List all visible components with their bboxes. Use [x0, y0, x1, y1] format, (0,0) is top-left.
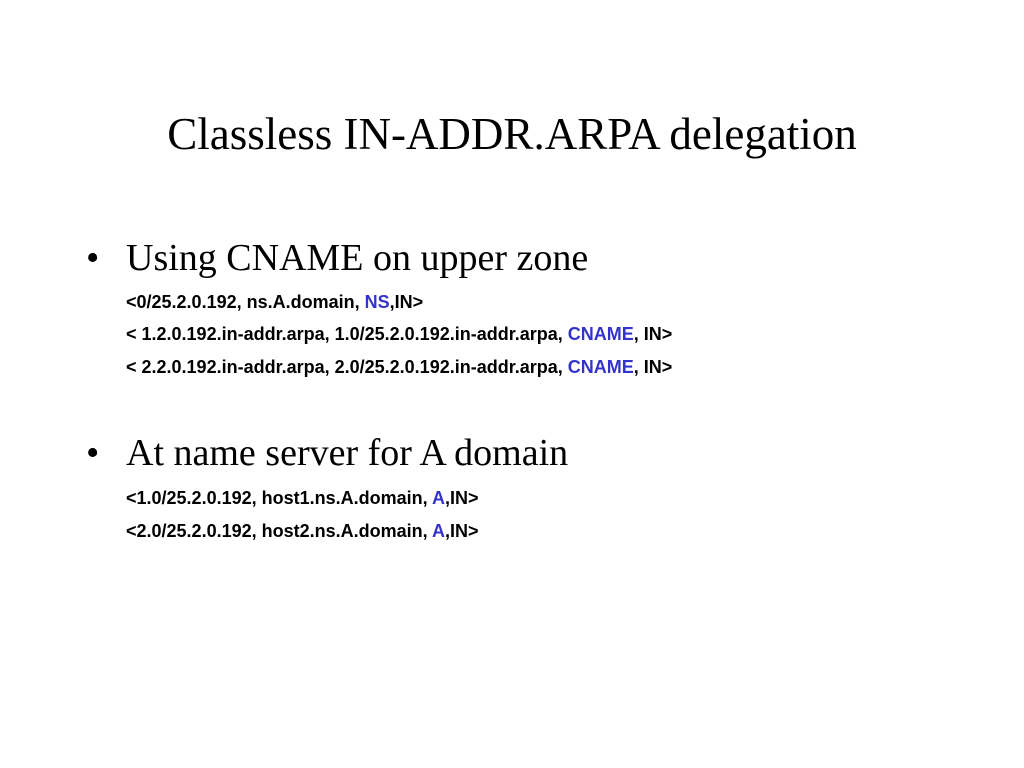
record-type: CNAME — [567, 357, 634, 377]
bullet-at-name-server: • At name server for A domain — [86, 430, 568, 476]
record-text: < 2.2.0.192.in-addr.arpa, 2.0/25.2.0.192… — [126, 357, 568, 377]
bullet-icon: • — [86, 237, 100, 279]
record-line: < 2.2.0.192.in-addr.arpa, 2.0/25.2.0.192… — [126, 355, 672, 379]
record-text: , IN> — [633, 324, 673, 344]
record-line: <1.0/25.2.0.192, host1.ns.A.domain, A,IN… — [126, 486, 478, 510]
record-text: < 1.2.0.192.in-addr.arpa, 1.0/25.2.0.192… — [126, 324, 568, 344]
bullet-heading: At name server for A domain — [126, 432, 569, 474]
record-type: A — [431, 521, 445, 541]
slide-title: Classless IN-ADDR.ARPA delegation — [167, 109, 857, 159]
record-line: <0/25.2.0.192, ns.A.domain, NS,IN> — [126, 290, 423, 314]
record-line: < 1.2.0.192.in-addr.arpa, 1.0/25.2.0.192… — [126, 322, 672, 346]
record-type: NS — [364, 292, 390, 312]
record-type: CNAME — [567, 324, 634, 344]
record-type: A — [431, 488, 445, 508]
record-text: ,IN> — [389, 292, 424, 312]
record-text: <1.0/25.2.0.192, host1.ns.A.domain, — [126, 488, 432, 508]
bullet-using-cname: • Using CNAME on upper zone — [86, 235, 588, 281]
record-text: , IN> — [633, 357, 673, 377]
record-text: <0/25.2.0.192, ns.A.domain, — [126, 292, 365, 312]
bullet-heading: Using CNAME on upper zone — [126, 237, 589, 279]
record-text: <2.0/25.2.0.192, host2.ns.A.domain, — [126, 521, 432, 541]
record-line: <2.0/25.2.0.192, host2.ns.A.domain, A,IN… — [126, 519, 478, 543]
record-text: ,IN> — [444, 521, 479, 541]
bullet-icon: • — [86, 432, 100, 474]
record-text: ,IN> — [444, 488, 479, 508]
